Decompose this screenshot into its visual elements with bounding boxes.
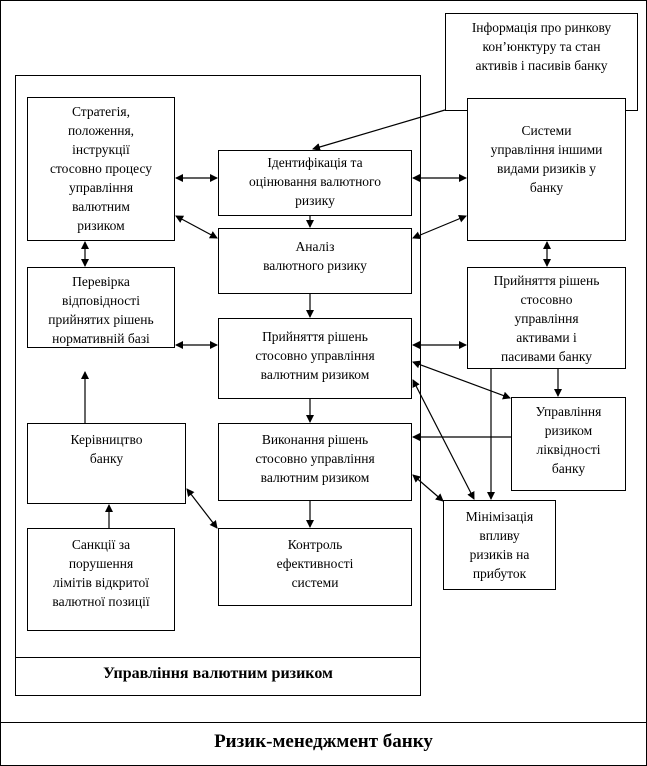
box-text-line: положення, (67, 123, 135, 138)
box-text-line: інструкції (72, 142, 130, 157)
box-text-line: Прийняття рішень (262, 329, 368, 344)
box-text-line: Прийняття рішень (493, 273, 600, 288)
box-text-line: валютної позиції (52, 594, 150, 609)
box-text-line: Ідентифікація та (267, 155, 363, 170)
box-text-line: видами ризиків у (497, 161, 596, 176)
box-text-line: активів і пасивів банку (475, 58, 608, 73)
arrow-strategy-analysis (175, 215, 218, 239)
box-text-line: Перевірка (72, 274, 130, 289)
box-text-line: валютним (72, 199, 130, 214)
box-text-line: Аналіз (295, 239, 335, 254)
box-text-line: управління (514, 311, 579, 326)
box-text-line: оцінювання валютного (248, 174, 382, 189)
box-text-line: ефективності (276, 556, 354, 571)
box-text-line: стосовно управління (255, 451, 375, 466)
box-text-line: Керівництво (70, 432, 143, 447)
box-text-line: порушення (68, 556, 134, 571)
box-text-line: ліквідності (536, 442, 601, 457)
box-text-line: Виконання рішень (261, 432, 369, 447)
box-text-line: банку (551, 461, 586, 476)
box-other-risk-systems: Системи управління іншими видами ризиків у… (467, 98, 626, 241)
box-text-line: прибуток (472, 566, 527, 581)
box-assets-liabilities-decision: Прийняття рішень стосовно управління актива… (467, 267, 626, 369)
box-text-line: Мінімізація (465, 509, 534, 524)
box-text-line: активами і (516, 330, 577, 345)
box-bank-management: Керівництво банку (27, 423, 186, 504)
box-text-line: ризиком (544, 423, 593, 438)
arrow-info-to-identification (312, 109, 446, 151)
box-text-line: нормативній базі (52, 331, 150, 346)
box-strategy: Стратегія, положення, інструкції стосовно п… (27, 97, 175, 241)
arrow-systems-analysis (412, 214, 467, 240)
box-text-line: прийнятих рішень (48, 312, 154, 327)
box-text-line: стосовно процесу (49, 161, 153, 176)
outer-title-divider (0, 722, 647, 723)
box-text-line: системи (291, 575, 339, 590)
inner-title: Управління валютним ризиком (103, 665, 333, 682)
box-text-line: лімітів відкритої (53, 575, 149, 590)
box-text-line: Управління (535, 404, 602, 419)
box-risk-minimization: Мінімізація впливу ризиків на прибуток (443, 500, 556, 590)
box-efficiency-control: Контроль ефективності системи (218, 528, 412, 606)
box-text-line: ризиків на (469, 547, 530, 562)
box-text-line: управління (68, 180, 134, 195)
box-decision-execution: Виконання рішень стосовно управління валют… (218, 423, 412, 501)
inner-title-divider (15, 657, 421, 658)
box-text-line: стосовно (520, 292, 573, 307)
arrow-management-control (186, 488, 218, 529)
arrow-decision-liquidity (412, 360, 511, 400)
box-text-line: банку (529, 180, 564, 195)
box-sanctions: Санкції за порушення лімітів відкритої валю… (27, 528, 175, 631)
box-text-line: впливу (479, 528, 520, 543)
box-text-line: валютного ризику (263, 258, 367, 273)
box-text-line: банку (89, 451, 124, 466)
outer-title: Ризик-менеджмент банку (214, 731, 433, 752)
arrow-execution-minimization (412, 474, 444, 502)
box-text-line: ризику (295, 193, 335, 208)
box-liquidity-risk: Управління ризиком ліквідності банку (511, 397, 626, 491)
box-compliance-check: Перевірка відповідності прийнятих рішень но… (27, 267, 175, 348)
box-text-line: валютним ризиком (260, 470, 370, 485)
box-text-line: пасивами банку (501, 349, 592, 364)
box-text-line: Санкції за (71, 537, 131, 552)
box-text-line: Стратегія, (71, 104, 131, 119)
box-text-line: кон’юнктуру та стан (482, 39, 601, 54)
box-text-line: стосовно управління (255, 348, 375, 363)
box-decision-making: Прийняття рішень стосовно управління валют… (218, 318, 412, 399)
box-text-line: Системи (521, 123, 572, 138)
box-text-line: Контроль (287, 537, 343, 552)
box-text-line: Інформація про ринкову (471, 20, 612, 35)
box-text-line: управління іншими (490, 142, 603, 157)
box-text-line: відповідності (62, 293, 140, 308)
box-identification: Ідентифікація та оцінювання валютного ризи… (218, 150, 412, 216)
box-market-info: Інформація про ринкову кон’юнктуру та ста… (445, 13, 638, 111)
box-text-line: ризиком (77, 218, 125, 233)
box-text-line: валютним ризиком (260, 367, 370, 382)
arrow-decision-minimization (412, 379, 475, 500)
box-analysis: Аналіз валютного ризику (218, 228, 412, 294)
